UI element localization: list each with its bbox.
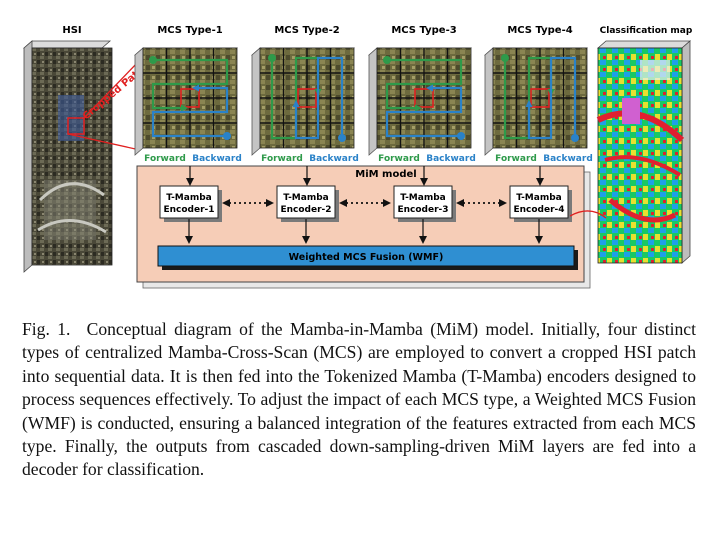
backward-label-4: Backward [543,154,593,164]
backward-label-1: Backward [192,154,242,164]
mcs-panel-2 [250,47,356,156]
mcs-type-1-label: MCS Type-1 [157,25,222,36]
fusion-arrows [185,219,543,244]
patch-connector [67,59,141,151]
encoder-2-line-1: T-Mamba [283,193,328,203]
encoder-4: T-Mamba Encoder-4 [509,185,572,222]
encoder-2-line-2: Encoder-2 [280,205,331,215]
classification-map-label: Classification map [600,26,693,36]
wmf-bar: Weighted MCS Fusion (WMF) [157,245,578,270]
direction-labels: Forward Backward Forward Backward Forwar… [144,154,593,164]
classification-map [596,40,692,264]
encoder-3-line-2: Encoder-3 [397,205,448,215]
mcs-type-2-label: MCS Type-2 [274,25,339,36]
encoder-4-line-2: Encoder-4 [513,205,564,215]
mcs-type-4-label: MCS Type-4 [507,25,572,36]
backward-label-3: Backward [426,154,476,164]
mim-model-label: MiM model [355,169,416,180]
encoder-3: T-Mamba Encoder-3 [393,185,456,222]
mcs-type-3-label: MCS Type-3 [391,25,456,36]
mcs-panel-3 [367,47,473,156]
down-arrows [186,166,544,186]
mim-diagram: HSI MCS Type-1 MCS Type-2 MCS Type-3 MCS… [22,25,693,289]
map-connector [569,210,607,219]
encoder-1-line-2: Encoder-1 [163,205,214,215]
forward-label-2: Forward [261,154,303,164]
mcs-panel-1 [133,47,239,156]
backward-label-2: Backward [309,154,359,164]
hsi-label: HSI [62,25,81,36]
encoder-1-line-1: T-Mamba [166,193,211,203]
encoder-3-line-1: T-Mamba [400,193,445,203]
wmf-label: Weighted MCS Fusion (WMF) [289,252,444,263]
encoder-2: T-Mamba Encoder-2 [276,185,339,222]
mcs-panel-4 [483,47,589,156]
forward-label-4: Forward [495,154,537,164]
forward-label-1: Forward [144,154,186,164]
hsi-image: Cropped Patch [22,40,151,273]
encoder-1: T-Mamba Encoder-1 [159,185,222,222]
mcs-panels [133,47,589,156]
figure-caption: Fig. 1. Conceptual diagram of the Mamba-… [22,319,696,480]
encoder-4-line-1: T-Mamba [516,193,561,203]
forward-label-3: Forward [378,154,420,164]
